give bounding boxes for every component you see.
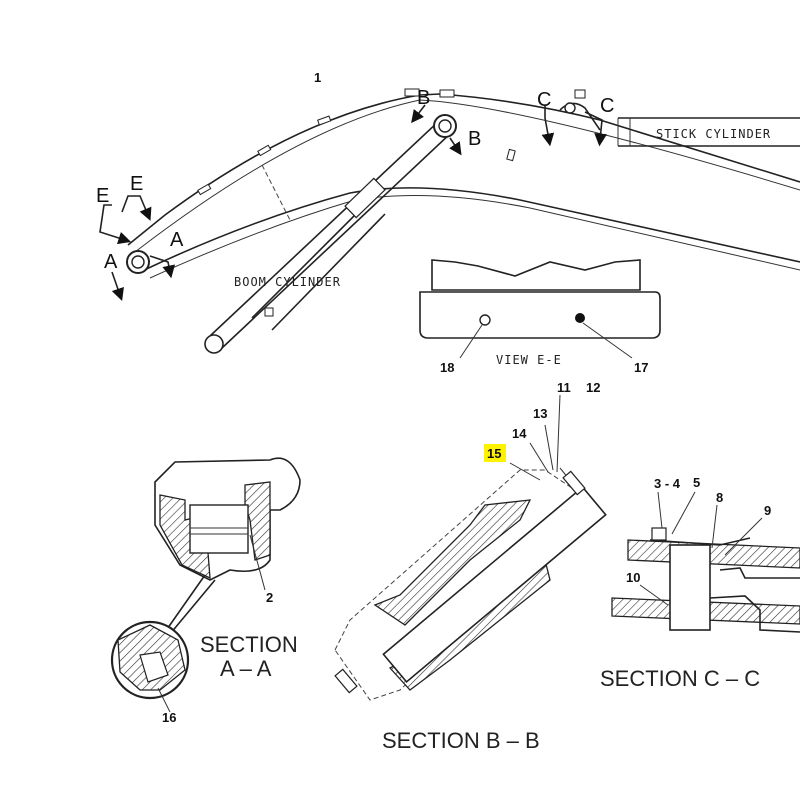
section-cc-title: SECTION C – C: [600, 666, 760, 691]
boom-assembly: [126, 88, 800, 279]
callout-17: 17: [634, 360, 648, 375]
section-letter-b-1: B: [417, 87, 430, 109]
callout-8: 8: [716, 490, 723, 505]
section-letter-e-1: E: [96, 185, 109, 207]
section-letter-e-2: E: [130, 173, 143, 195]
section-letter-b-2: B: [468, 128, 481, 150]
callout-3-4: 3 - 4: [654, 476, 681, 491]
section-aa-title: SECTION: [200, 632, 298, 657]
section-letter-c-1: C: [537, 89, 551, 111]
callout-15-highlight: [484, 444, 506, 462]
section-aa: [110, 457, 301, 713]
boom-cylinder-label: BOOM CYLINDER: [234, 275, 341, 289]
stick-cylinder-label: STICK CYLINDER: [656, 127, 771, 141]
callout-18: 18: [440, 360, 454, 375]
section-bb: [334, 394, 607, 701]
stick-cylinder-mount: [559, 89, 800, 147]
callout-5: 5: [693, 475, 700, 490]
boom-cylinder: [204, 114, 457, 354]
section-markers: [99, 104, 608, 302]
callout-11: 11: [557, 380, 571, 395]
callout-16: 16: [162, 710, 176, 725]
section-letter-a-2: A: [170, 229, 184, 251]
callout-9: 9: [764, 503, 771, 518]
section-aa-subtitle: A – A: [220, 656, 272, 681]
callout-10: 10: [626, 570, 640, 585]
callout-15: 15: [487, 446, 501, 461]
view-ee-label: VIEW E-E: [496, 353, 562, 367]
callout-2: 2: [266, 590, 273, 605]
view-ee: [419, 259, 661, 359]
section-letter-c-2: C: [600, 95, 614, 117]
callout-14: 14: [512, 426, 527, 441]
callout-1: 1: [314, 70, 321, 85]
section-cc: [611, 491, 800, 633]
section-bb-title: SECTION B – B: [382, 728, 540, 753]
callout-13: 13: [533, 406, 547, 421]
section-letter-a-1: A: [104, 251, 118, 273]
callout-12: 12: [586, 380, 600, 395]
